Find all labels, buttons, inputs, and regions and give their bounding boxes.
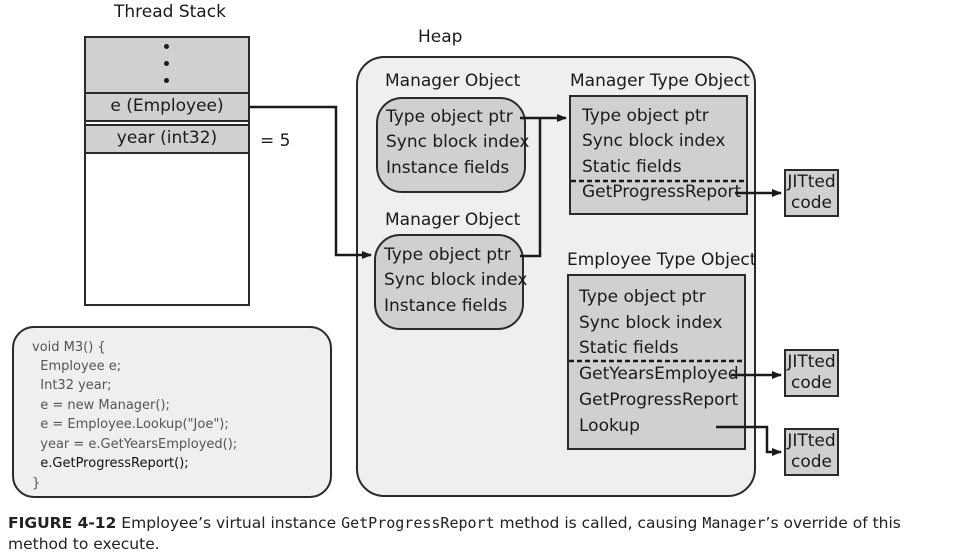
jitted-label-line2: code — [791, 452, 832, 472]
jitted-label-line1: JITted — [787, 431, 836, 451]
method-get-progress-report: GetProgressReport — [582, 182, 742, 202]
code-line-current: e.GetProgressReport(); — [32, 456, 189, 471]
type-ptr-arrow — [520, 118, 542, 258]
field-sync-block-index: Sync block index — [579, 313, 723, 333]
thread-stack-title: Thread Stack — [114, 2, 226, 22]
manager-object-title: Manager Object — [385, 210, 521, 230]
field-instance-fields: Instance fields — [386, 158, 510, 178]
manager-type-object — [569, 95, 748, 215]
caption-text: Employee’s virtual instance — [116, 514, 342, 532]
figure-number: FIGURE 4-12 — [8, 514, 117, 532]
code-line: Employee e; — [32, 359, 122, 374]
jitted-label-line2: code — [791, 193, 832, 213]
code-line: void M3() { — [32, 340, 106, 355]
ellipsis-dot — [164, 78, 169, 83]
reference-arrow-e — [250, 105, 372, 259]
stack-cell-year: year (int32) — [84, 124, 250, 154]
ellipsis-dot — [164, 44, 169, 49]
field-instance-fields: Instance fields — [384, 296, 508, 316]
field-sync-block-index: Sync block index — [582, 131, 726, 151]
field-static-fields: Static fields — [579, 338, 679, 358]
code-line: e = Employee.Lookup("Joe"); — [32, 417, 229, 432]
method-lookup: Lookup — [579, 416, 640, 436]
caption-method: GetProgressReport — [341, 514, 495, 532]
ellipsis-dot — [164, 61, 169, 66]
year-value: = 5 — [260, 131, 291, 151]
method-get-years-employed: GetYearsEmployed — [579, 364, 739, 384]
code-line: year = e.GetYearsEmployed(); — [32, 437, 238, 452]
field-type-object-ptr: Type object ptr — [579, 287, 706, 307]
heap-title: Heap — [418, 27, 463, 47]
field-static-fields: Static fields — [582, 157, 682, 177]
field-type-object-ptr: Type object ptr — [386, 107, 513, 127]
manager-object-title: Manager Object — [385, 71, 521, 91]
manager-type-object-title: Manager Type Object — [570, 71, 750, 91]
field-sync-block-index: Sync block index — [384, 270, 528, 290]
jitted-code-box: JITted code — [784, 428, 839, 476]
employee-type-object-title: Employee Type Object — [567, 250, 757, 270]
jitted-label-line1: JITted — [787, 352, 836, 372]
method-get-progress-report: GetProgressReport — [579, 390, 739, 410]
code-line: Int32 year; — [32, 378, 112, 393]
jit-arrow — [716, 425, 782, 456]
code-line: } — [32, 476, 41, 491]
figure-caption: FIGURE 4-12 Employee’s virtual instance … — [8, 513, 948, 555]
caption-text: ’s override of this method to execute. — [8, 514, 901, 553]
caption-type: Manager — [702, 514, 766, 532]
field-type-object-ptr: Type object ptr — [582, 106, 709, 126]
stack-cell-e: e (Employee) — [84, 92, 250, 122]
code-listing: void M3() { Employee e; Int32 year; e = … — [12, 326, 332, 498]
code-line: e = new Manager(); — [32, 398, 170, 413]
caption-text: method is called, causing — [494, 514, 703, 532]
jitted-code-box: JITted code — [784, 169, 839, 217]
jitted-label-line1: JITted — [787, 172, 836, 192]
field-sync-block-index: Sync block index — [386, 132, 530, 152]
jitted-label-line2: code — [791, 373, 832, 393]
field-type-object-ptr: Type object ptr — [384, 245, 511, 265]
manager-object-1 — [376, 97, 526, 193]
jitted-code-box: JITted code — [784, 349, 839, 397]
manager-object-2 — [374, 234, 524, 330]
